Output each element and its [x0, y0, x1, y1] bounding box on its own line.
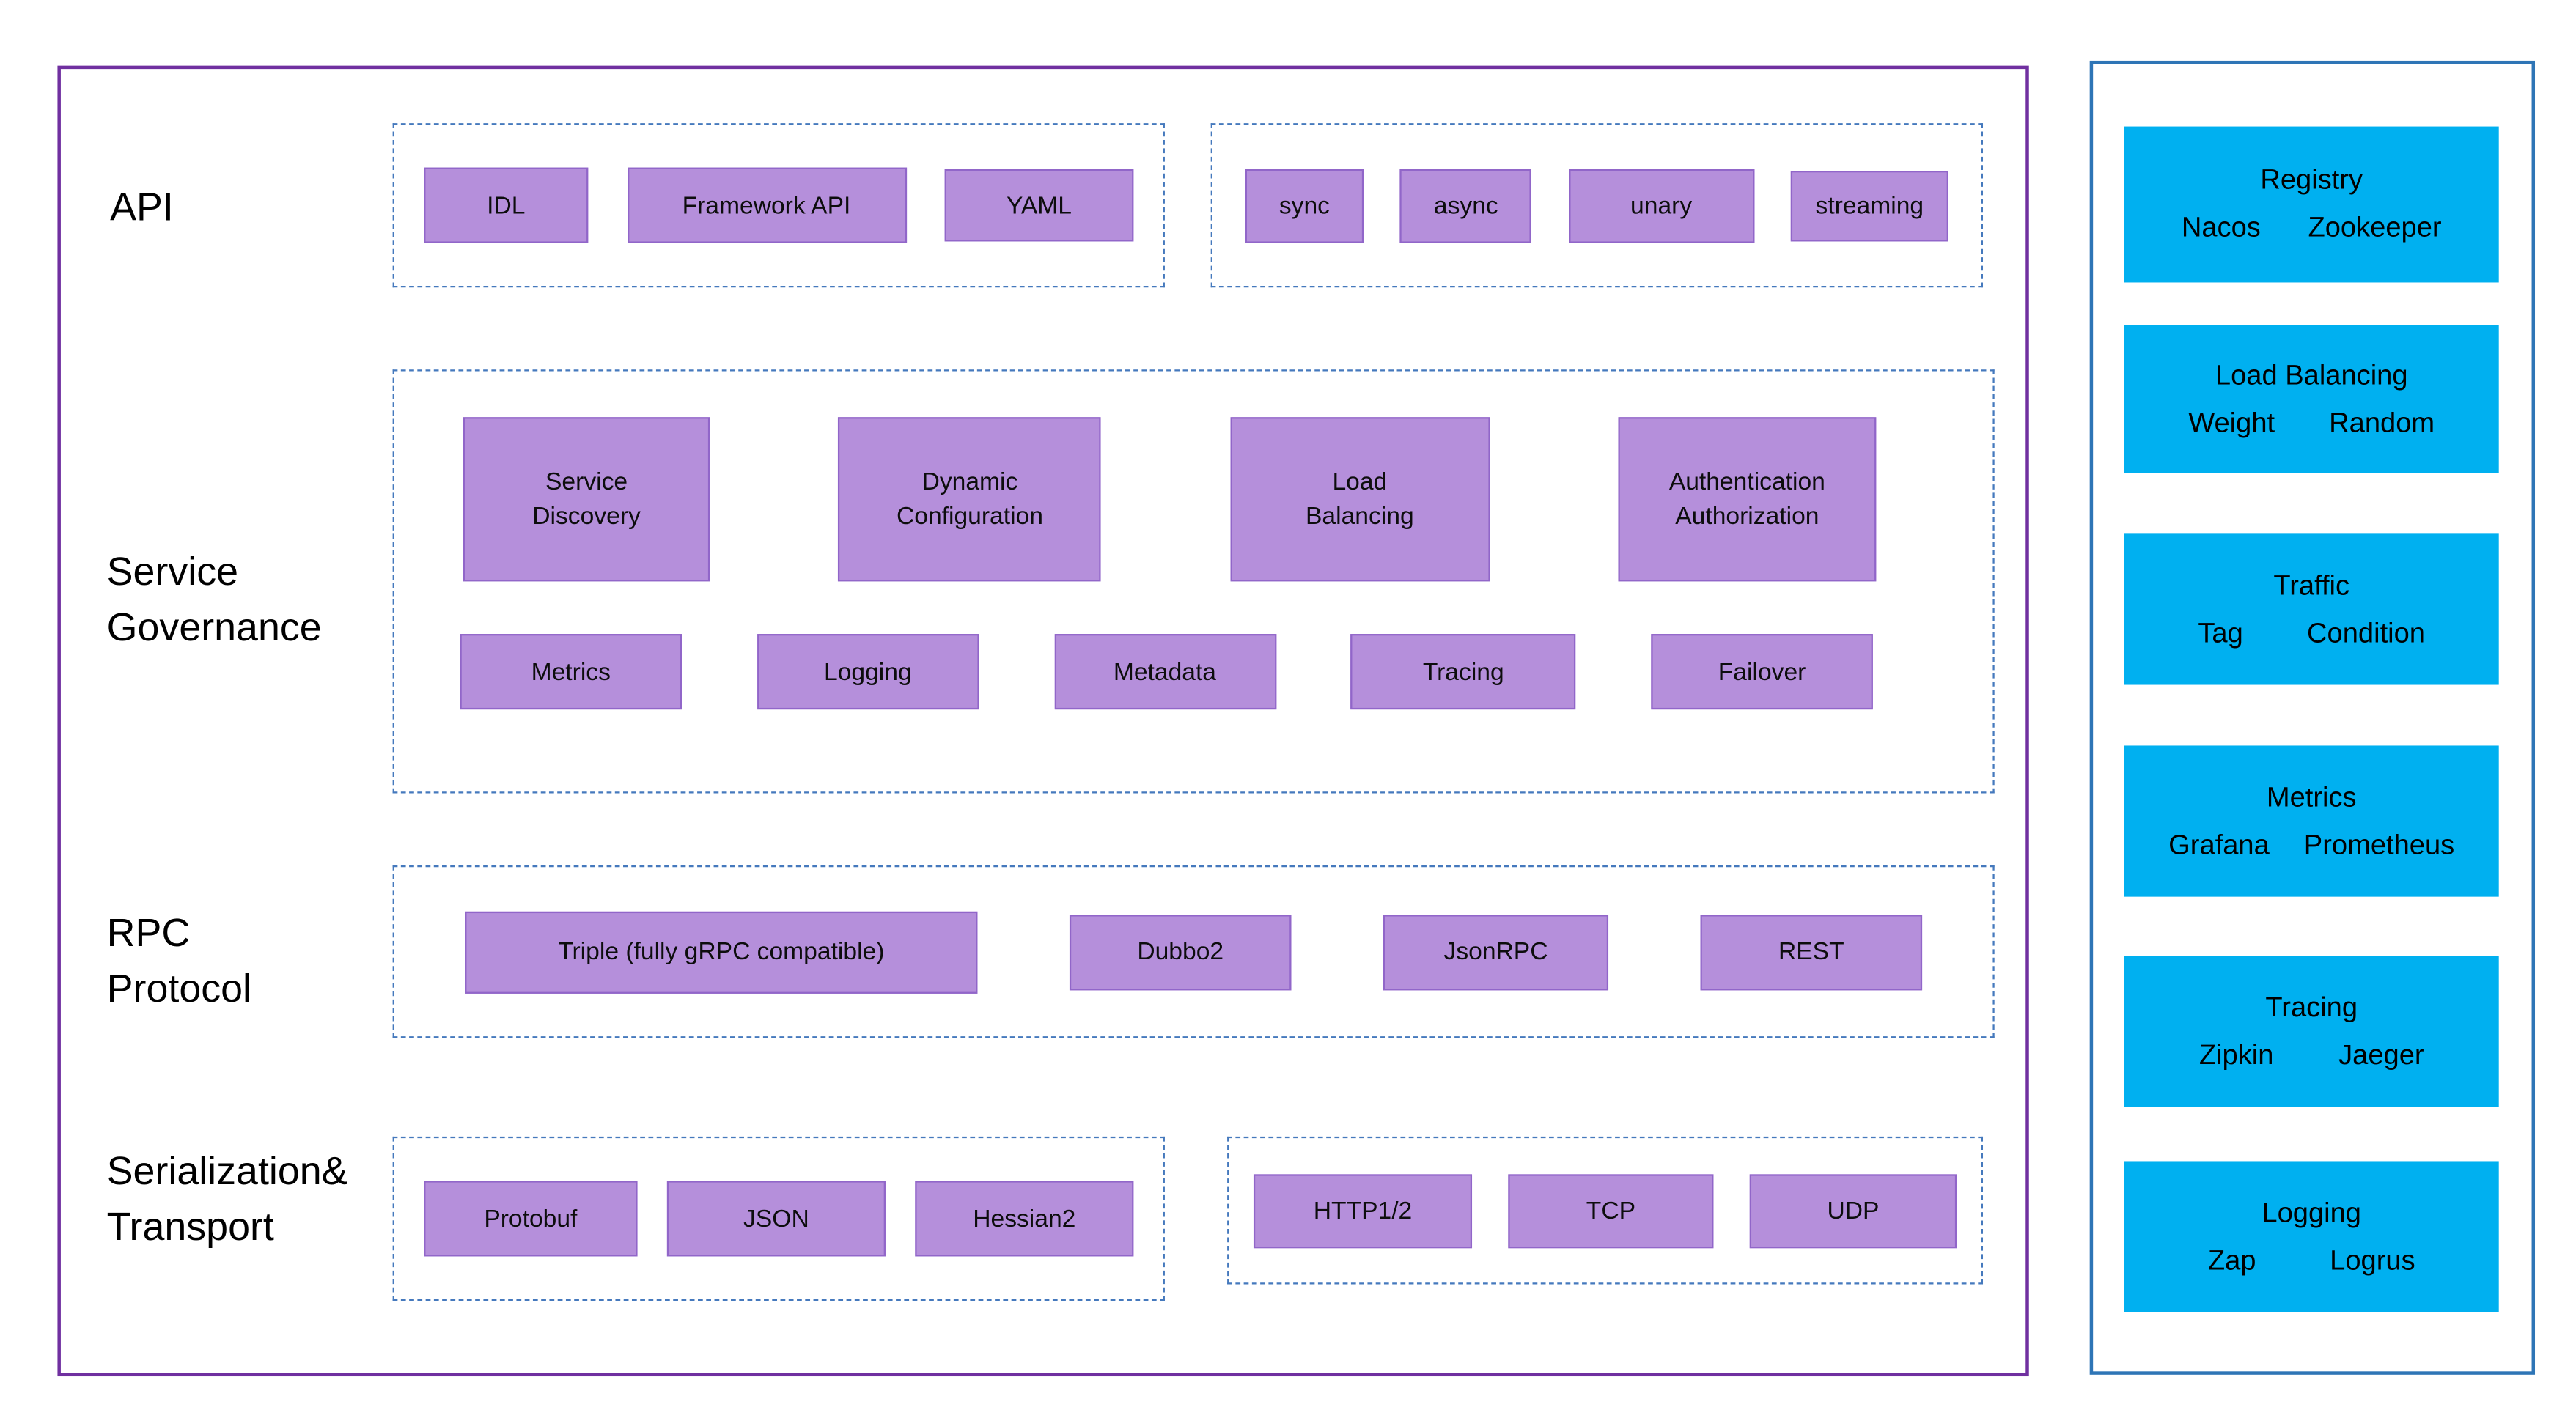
node-label-line: Dynamic	[921, 468, 1018, 496]
card-item: Zap	[2207, 1244, 2256, 1276]
node-yaml: YAML	[944, 169, 1134, 242]
card-registry: Registry Nacos Zookeeper	[2124, 126, 2499, 283]
card-item: Jaeger	[2338, 1038, 2424, 1071]
layer-label-governance: Service Governance	[107, 545, 322, 657]
framework-core-panel: API IDL Framework API YAML sync async un…	[57, 65, 2029, 1377]
node-udp: UDP	[1749, 1173, 1957, 1248]
card-items: Zap Logrus	[2124, 1244, 2499, 1277]
node-dubbo2: Dubbo2	[1069, 914, 1292, 990]
card-item: Prometheus	[2303, 828, 2455, 860]
card-item: Tag	[2198, 616, 2243, 649]
card-logging: Logging Zap Logrus	[2124, 1161, 2499, 1312]
card-title: Logging	[2262, 1196, 2362, 1228]
card-item: Condition	[2307, 616, 2426, 649]
node-jsonrpc: JsonRPC	[1383, 914, 1609, 990]
node-label-line: Configuration	[896, 502, 1043, 531]
node-failover: Failover	[1651, 634, 1873, 710]
node-metrics: Metrics	[460, 634, 682, 710]
card-items: Nacos Zookeeper	[2124, 212, 2499, 245]
node-hessian2: Hessian2	[915, 1181, 1134, 1257]
card-items: Tag Condition	[2124, 617, 2499, 650]
node-load-balancing: Load Balancing	[1229, 417, 1490, 582]
service-governance-group: Service Discovery Dynamic Configuration …	[392, 369, 1995, 794]
card-item: Zipkin	[2198, 1038, 2274, 1071]
card-tracing: Tracing Zipkin Jaeger	[2124, 956, 2499, 1107]
layer-label-line: Serialization&	[106, 1149, 348, 1194]
layer-label-line: RPC	[106, 911, 191, 956]
node-logging: Logging	[757, 634, 979, 710]
node-json: JSON	[666, 1181, 886, 1257]
layer-label-serialization-transport: Serialization& Transport	[107, 1145, 348, 1256]
layer-label-line: Transport	[106, 1205, 274, 1250]
node-sync: sync	[1245, 168, 1364, 243]
card-item: Nacos	[2181, 212, 2261, 243]
card-metrics: Metrics Grafana Prometheus	[2124, 745, 2499, 897]
card-item: Weight	[2188, 406, 2275, 438]
api-definition-group: IDL Framework API YAML	[392, 123, 1165, 288]
api-call-modes-group: sync async unary streaming	[1210, 123, 1984, 288]
node-label-line: Load	[1332, 468, 1388, 496]
node-unary: unary	[1568, 168, 1754, 243]
layer-label-rpc-protocol: RPC Protocol	[107, 906, 251, 1018]
node-idl: IDL	[424, 167, 589, 243]
card-item: Logrus	[2330, 1244, 2415, 1276]
layer-label-line: Governance	[106, 605, 322, 651]
card-title: Registry	[2260, 164, 2363, 196]
node-tcp: TCP	[1508, 1173, 1714, 1248]
card-item: Random	[2329, 406, 2435, 438]
card-items: Zipkin Jaeger	[2124, 1038, 2499, 1071]
node-service-discovery: Service Discovery	[463, 417, 710, 582]
card-title: Metrics	[2266, 780, 2357, 813]
card-items: Weight Random	[2124, 407, 2499, 440]
extensions-panel: Registry Nacos Zookeeper Load Balancing …	[2089, 60, 2536, 1375]
node-tracing: Tracing	[1350, 634, 1576, 710]
card-title: Traffic	[2273, 569, 2350, 601]
layer-label-line: Service	[106, 550, 239, 595]
node-rest: REST	[1700, 914, 1923, 990]
node-label-line: Authentication	[1668, 468, 1825, 496]
rpc-protocol-group: Triple (fully gRPC compatible) Dubbo2 Js…	[392, 865, 1995, 1038]
node-label-line: Authorization	[1675, 502, 1819, 531]
node-protobuf: Protobuf	[424, 1181, 638, 1257]
node-http12: HTTP1/2	[1253, 1173, 1473, 1248]
node-label-line: Service	[545, 468, 628, 496]
node-async: async	[1400, 168, 1532, 243]
card-item: Grafana	[2168, 828, 2270, 860]
node-metadata: Metadata	[1053, 634, 1276, 710]
node-authentication-authorization: Authentication Authorization	[1618, 417, 1877, 582]
node-streaming: streaming	[1790, 169, 1948, 241]
node-label-line: Balancing	[1306, 502, 1414, 531]
governance-subfeature-row: Metrics Logging Metadata Tracing Failove…	[460, 634, 1873, 710]
transport-group: HTTP1/2 TCP UDP	[1227, 1136, 1984, 1285]
card-title: Load Balancing	[2215, 358, 2408, 391]
layer-label-api: API	[110, 185, 174, 230]
node-label-line: Discovery	[532, 502, 641, 531]
card-title: Tracing	[2265, 991, 2358, 1023]
node-dynamic-configuration: Dynamic Configuration	[838, 417, 1102, 582]
card-item: Zookeeper	[2308, 212, 2442, 243]
node-triple: Triple (fully gRPC compatible)	[465, 910, 978, 993]
layer-label-line: Protocol	[106, 967, 251, 1012]
card-items: Grafana Prometheus	[2124, 829, 2499, 862]
card-traffic: Traffic Tag Condition	[2124, 533, 2499, 685]
node-framework-api: Framework API	[626, 167, 906, 243]
card-load-balancing: Load Balancing Weight Random	[2124, 325, 2499, 473]
governance-feature-row: Service Discovery Dynamic Configuration …	[463, 417, 1877, 582]
serialization-group: Protobuf JSON Hessian2	[392, 1136, 1165, 1301]
